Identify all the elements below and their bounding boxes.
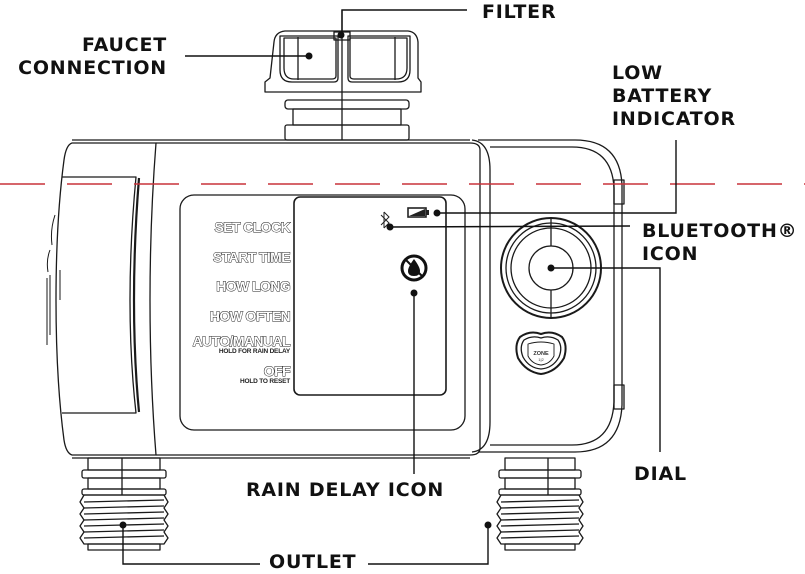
zone-button-label: ZONE (533, 351, 549, 357)
lcd-sublabel-hold-rain-delay: HOLD FOR RAIN DELAY (219, 348, 291, 355)
callout-bluetooth-line2: ICON (642, 243, 699, 265)
callout-low-battery-line2: BATTERY (612, 85, 712, 107)
lcd-window (293, 196, 447, 396)
callout-filter: FILTER (482, 1, 557, 23)
leader-low-battery (437, 140, 677, 214)
leader-dial (551, 267, 661, 452)
callout-dial: DIAL (634, 463, 687, 485)
leader-dot-faucet (305, 52, 313, 60)
leader-filter (341, 9, 467, 36)
rain-delay-icon (400, 254, 428, 282)
leader-dot-outlet-right (484, 521, 492, 529)
callout-bluetooth-line1: BLUETOOTH® (642, 220, 798, 242)
lcd-label-how-often: HOW OFTEN (210, 308, 291, 324)
lcd-label-how-long: HOW LONG (216, 278, 290, 294)
outlet-right (496, 457, 584, 551)
lcd-sublabel-hold-reset: HOLD TO RESET (240, 378, 290, 385)
zone-button-sub: 1|2 (538, 357, 544, 362)
lcd-label-off: OFF (264, 363, 291, 379)
leader-dot-rain-delay (410, 289, 418, 297)
leader-dot-filter (337, 31, 345, 39)
lcd-label-start-time: START TIME (213, 249, 290, 265)
leader-outlet-left (122, 525, 260, 565)
right-cap (471, 139, 625, 453)
leader-outlet-right (368, 525, 489, 565)
lcd-label-auto-manual: AUTO/MANUAL (193, 333, 291, 349)
low-battery-icon (407, 207, 429, 218)
callout-low-battery-line3: INDICATOR (612, 108, 736, 130)
callout-faucet-connection-line1: FAUCET (81, 34, 167, 56)
leader-bluetooth (389, 225, 631, 228)
leader-dot-outlet-left (119, 521, 127, 529)
lcd-labels: SET CLOCK START TIME HOW LONG HOW OFTEN … (192, 219, 292, 385)
callout-low-battery-indicator: LOW BATTERY INDICATOR (612, 62, 736, 131)
leader-dot-dial (547, 264, 555, 272)
faucet-connection-nut (264, 10, 422, 141)
leader-dot-low-battery (433, 209, 441, 217)
leader-dot-bluetooth (386, 223, 394, 231)
callout-rain-delay-icon: RAIN DELAY ICON (246, 479, 445, 501)
zone-button[interactable] (515, 331, 567, 375)
callout-outlet: OUTLET (269, 551, 357, 573)
bluetooth-icon (380, 211, 390, 229)
lcd-label-set-clock: SET CLOCK (215, 219, 291, 235)
callout-faucet-connection: FAUCET CONNECTION (18, 34, 167, 80)
callout-bluetooth-icon: BLUETOOTH® ICON (642, 220, 797, 266)
timer-body (46, 139, 481, 459)
callout-faucet-connection-line2: CONNECTION (18, 57, 167, 79)
callout-low-battery-line1: LOW (612, 62, 663, 84)
outlet-left (79, 457, 169, 551)
